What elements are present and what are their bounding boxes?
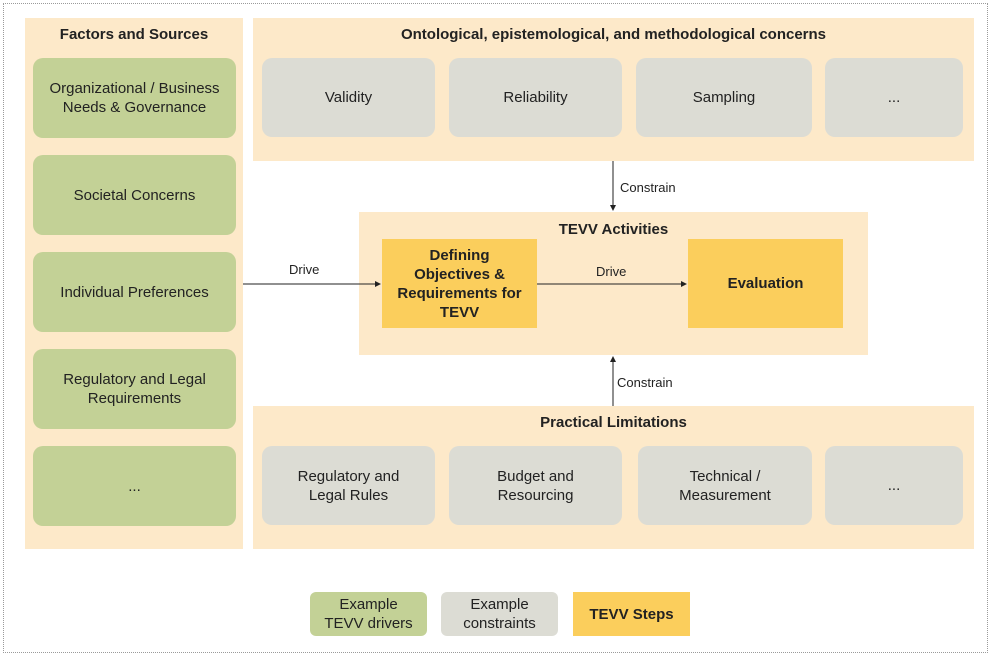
concerns-title: Ontological, epistemological, and method…: [400, 26, 827, 43]
concern-validity: Validity: [262, 58, 435, 137]
drive-label-left: Drive: [289, 262, 320, 277]
step-evaluation: Evaluation: [688, 239, 843, 328]
legend-constraints: Example constraints: [441, 592, 558, 636]
factor-organizational: Organizational / Business Needs & Govern…: [33, 58, 236, 138]
legend-steps: TEVV Steps: [573, 592, 690, 636]
concern-reliability: Reliability: [449, 58, 622, 137]
concern-sampling: Sampling: [636, 58, 812, 137]
concern-more: ...: [825, 58, 963, 137]
limitations-title: Practical Limitations: [540, 414, 687, 431]
step-defining-objectives: Defining Objectives & Requirements for T…: [382, 239, 537, 328]
legend-drivers: Example TEVV drivers: [310, 592, 427, 636]
limitation-regulatory: Regulatory and Legal Rules: [262, 446, 435, 525]
factors-panel: Factors and Sources Organizational / Bus…: [25, 18, 243, 549]
constrain-label-top: Constrain: [620, 180, 676, 195]
limitation-more: ...: [825, 446, 963, 525]
factors-title: Factors and Sources: [59, 26, 209, 43]
drive-label-mid: Drive: [596, 264, 627, 279]
constrain-label-bottom: Constrain: [617, 375, 673, 390]
concerns-panel: Ontological, epistemological, and method…: [253, 18, 974, 161]
factor-societal: Societal Concerns: [33, 155, 236, 235]
limitations-panel: Practical Limitations Regulatory and Leg…: [253, 406, 974, 549]
tevv-title: TEVV Activities: [558, 221, 669, 238]
diagram-frame: [3, 3, 988, 653]
factor-more: ...: [33, 446, 236, 526]
factor-regulatory: Regulatory and Legal Requirements: [33, 349, 236, 429]
limitation-budget: Budget and Resourcing: [449, 446, 622, 525]
limitation-technical: Technical / Measurement: [638, 446, 812, 525]
factor-individual: Individual Preferences: [33, 252, 236, 332]
